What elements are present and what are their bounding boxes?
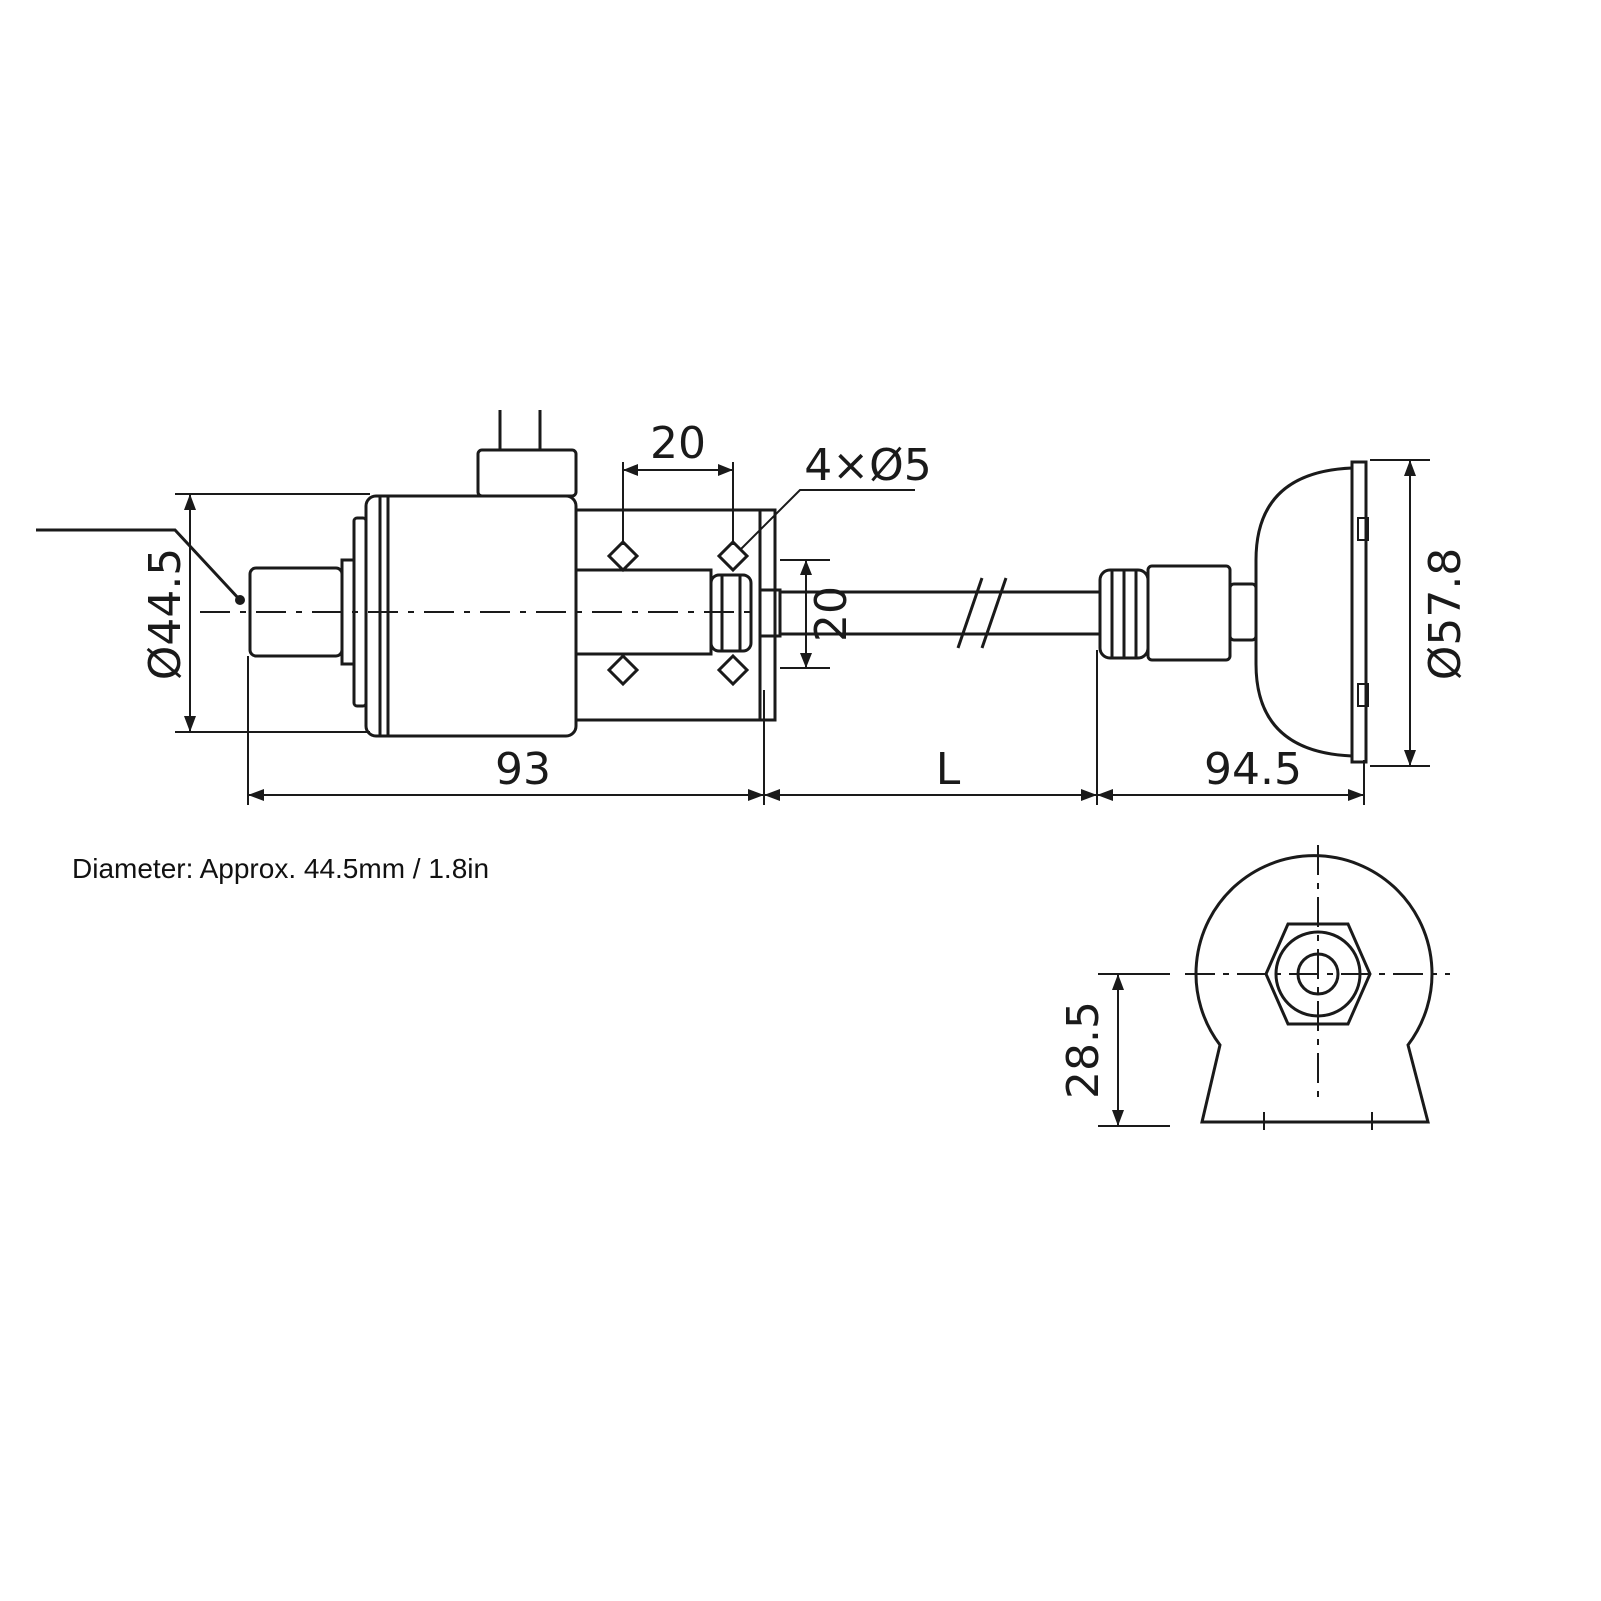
dim-holes: 4×Ø5 bbox=[804, 440, 932, 491]
dimension-lines bbox=[175, 459, 1430, 805]
dim-length-head: 94.5 bbox=[1204, 744, 1302, 795]
end-view-dimension bbox=[1098, 973, 1170, 1127]
dim-hole-spacing-horizontal: 20 bbox=[650, 418, 706, 469]
dim-head-diameter: Ø57.8 bbox=[1420, 548, 1471, 681]
dim-body-diameter: Ø44.5 bbox=[140, 548, 191, 681]
end-view bbox=[1185, 845, 1450, 1130]
mounting-holes bbox=[606, 539, 750, 687]
dim-mount-height: 28.5 bbox=[1058, 1001, 1109, 1099]
side-view bbox=[36, 410, 1369, 764]
caption: Diameter: Approx. 44.5mm / 1.8in bbox=[72, 853, 490, 884]
dim-hole-spacing-vertical: 20 bbox=[806, 586, 857, 642]
dim-length-shaft: L bbox=[936, 744, 961, 795]
dim-length-body: 93 bbox=[495, 744, 551, 795]
